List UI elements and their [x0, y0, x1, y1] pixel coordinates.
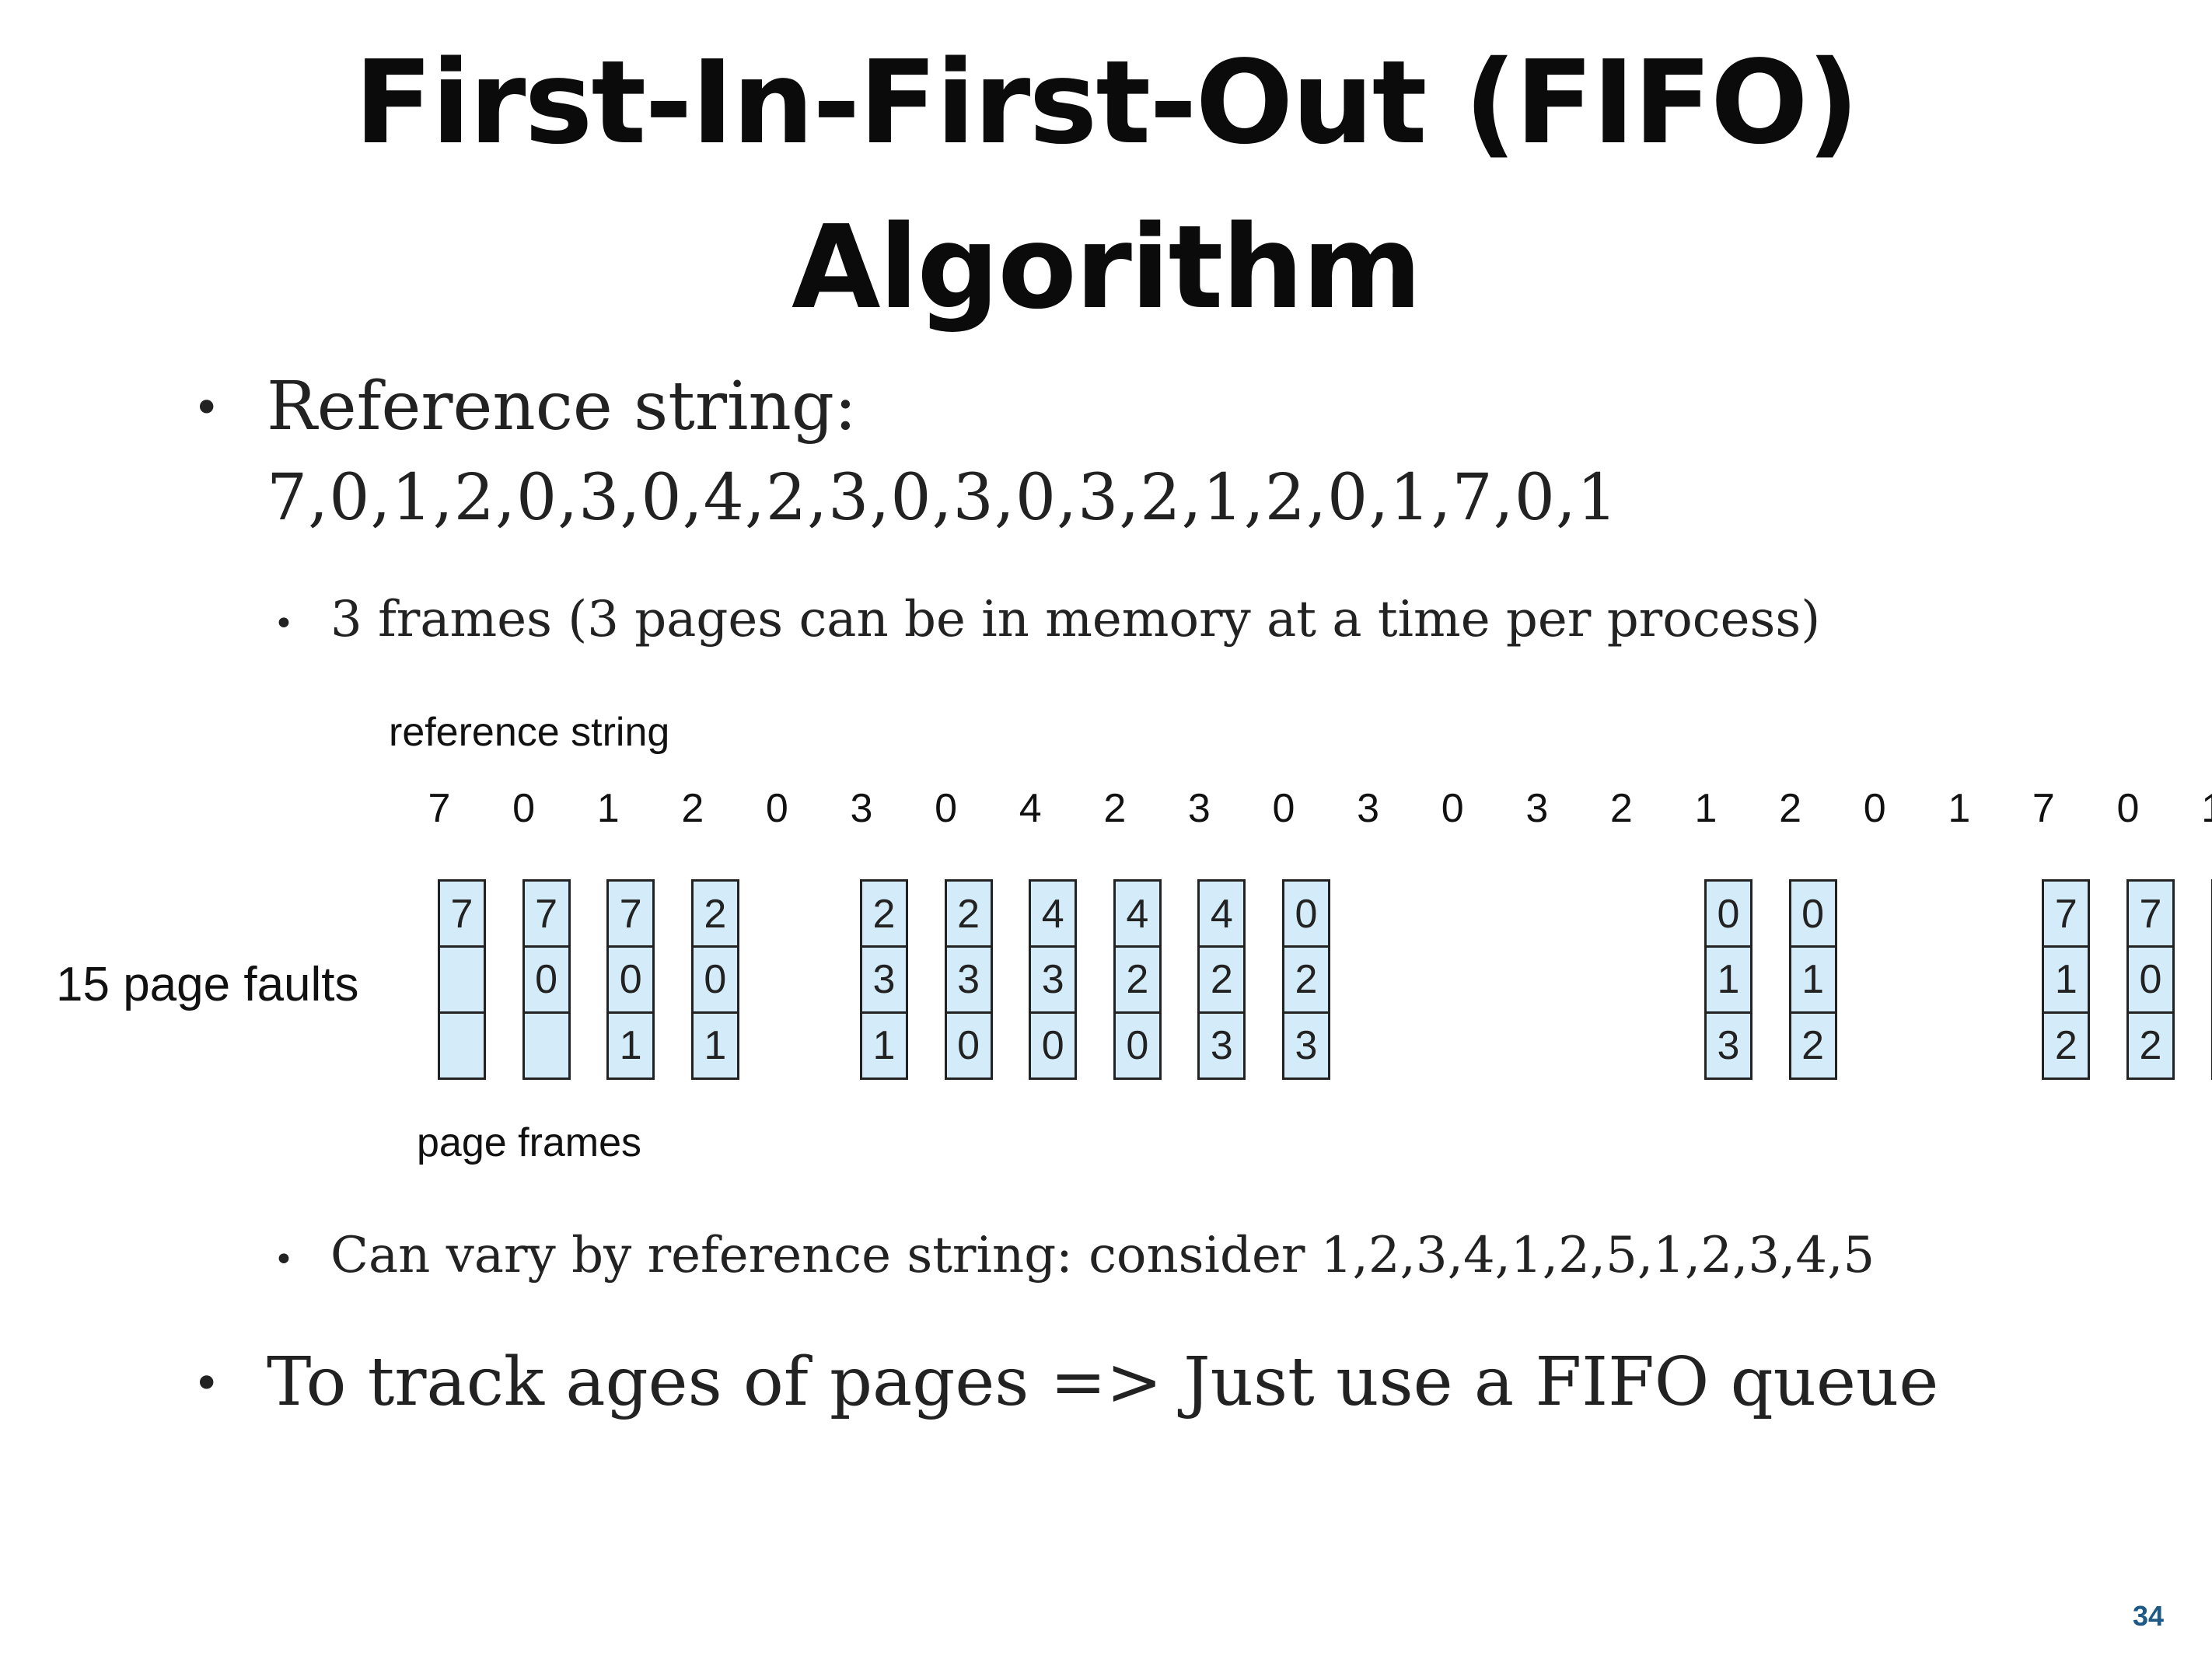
frame-cell: 3: [1197, 1014, 1246, 1080]
frame-cell: 3: [1282, 1014, 1330, 1080]
frame-cell: 1: [1704, 948, 1752, 1014]
frame-cell: 3: [1029, 948, 1078, 1014]
frame-cell: 0: [1029, 1014, 1078, 1080]
reference-page-19: 7: [2032, 786, 2055, 831]
frame-cell: [438, 948, 486, 1014]
page-number: 34: [2132, 1600, 2164, 1632]
frame-cell: 2: [1113, 948, 1162, 1014]
sub-bullet-marker: •: [274, 1240, 294, 1280]
reference-page-17: 0: [1863, 786, 1886, 831]
reference-string-caption: reference string: [389, 710, 670, 755]
reference-page-5: 3: [850, 786, 873, 831]
page-faults-label: 15 page faults: [56, 958, 359, 1011]
reference-page-8: 2: [1103, 786, 1127, 831]
frames-note: 3 frames (3 pages can be in memory at a …: [330, 591, 1821, 648]
bullet-marker: •: [193, 381, 221, 435]
reference-page-21: 1: [2189, 785, 2212, 832]
frame-cell: [438, 1014, 486, 1080]
frame-cell: 2: [860, 879, 908, 948]
slide-title-line-1: First-In-First-Out (FIFO): [354, 36, 1860, 169]
frame-cell: 2: [944, 879, 993, 948]
vary-note: Can vary by reference string: consider 1…: [330, 1227, 1875, 1284]
frame-column: 7: [438, 879, 486, 1080]
reference-page-10: 0: [1272, 786, 1295, 831]
reference-string-label: Reference string:: [267, 368, 857, 445]
reference-page-4: 0: [765, 786, 788, 831]
frame-cell: 7: [522, 879, 571, 948]
reference-string-value: 7,0,1,2,0,3,0,4,2,3,0,3,0,3,2,1,2,0,1,7,…: [267, 461, 1619, 535]
frame-cell: 0: [1113, 1014, 1162, 1080]
frame-cell: [522, 1014, 571, 1080]
frame-cell: 2: [1197, 948, 1246, 1014]
page-frames-caption: page frames: [417, 1120, 642, 1165]
frame-cell: 7: [2042, 879, 2091, 948]
sub-bullet-marker: •: [274, 604, 294, 644]
frame-cell: 2: [690, 879, 739, 948]
reference-page-6: 0: [935, 786, 958, 831]
reference-page-12: 0: [1441, 786, 1464, 831]
frame-cell: 2: [1788, 1014, 1837, 1080]
reference-page-16: 2: [1779, 786, 1802, 831]
frame-cell: 7: [438, 879, 486, 948]
reference-page-20: 0: [2116, 786, 2140, 831]
reference-page-0: 7: [428, 786, 451, 831]
bullet-marker: •: [193, 1357, 221, 1411]
reference-page-18: 1: [1948, 786, 1971, 831]
frame-cell: 7: [2210, 879, 2212, 948]
frame-cell: 3: [860, 948, 908, 1014]
frame-cell: 0: [1282, 879, 1330, 948]
reference-page-9: 3: [1187, 786, 1211, 831]
frame-cell: 0: [944, 1014, 993, 1080]
frame-cell: 7: [2126, 879, 2175, 948]
frame-cell: 3: [1704, 1014, 1752, 1080]
reference-page-13: 3: [1525, 786, 1549, 831]
frame-cell: 0: [522, 948, 571, 1014]
reference-page-15: 1: [1694, 786, 1718, 831]
frame-cell: 0: [2210, 948, 2212, 1014]
reference-page-1: 0: [512, 786, 536, 831]
frame-cell: 2: [1282, 948, 1330, 1014]
reference-page-7: 4: [1019, 786, 1042, 831]
reference-page-2: 1: [596, 786, 620, 831]
frame-cell: 4: [1113, 879, 1162, 948]
slide-title-line-2: Algorithm: [791, 201, 1422, 334]
frame-cell: 1: [2210, 1014, 2212, 1080]
frame-cell: 1: [690, 1014, 739, 1080]
frame-cell: 1: [860, 1014, 908, 1080]
frame-cell: 2: [2042, 1014, 2091, 1080]
frame-cell: 0: [1788, 879, 1837, 948]
frame-cell: 2: [2126, 1014, 2175, 1080]
frame-cell: 4: [1029, 879, 1078, 948]
frame-cell: 0: [1704, 879, 1752, 948]
frame-cell: 0: [2126, 948, 2175, 1014]
fifo-queue-note: To track ages of pages => Just use a FIF…: [267, 1343, 1939, 1421]
frame-cell: 1: [2042, 948, 2091, 1014]
frame-column: 701: [2210, 879, 2212, 1080]
reference-page-3: 2: [681, 786, 704, 831]
frame-cell: 0: [606, 948, 655, 1014]
frame-cell: 1: [1788, 948, 1837, 1014]
frame-cell: 4: [1197, 879, 1246, 948]
frame-cell: 7: [606, 879, 655, 948]
reference-page-14: 2: [1609, 786, 1633, 831]
reference-page-11: 3: [1357, 786, 1380, 831]
frame-cell: 0: [690, 948, 739, 1014]
frame-cell: 1: [606, 1014, 655, 1080]
frame-cell: 3: [944, 948, 993, 1014]
